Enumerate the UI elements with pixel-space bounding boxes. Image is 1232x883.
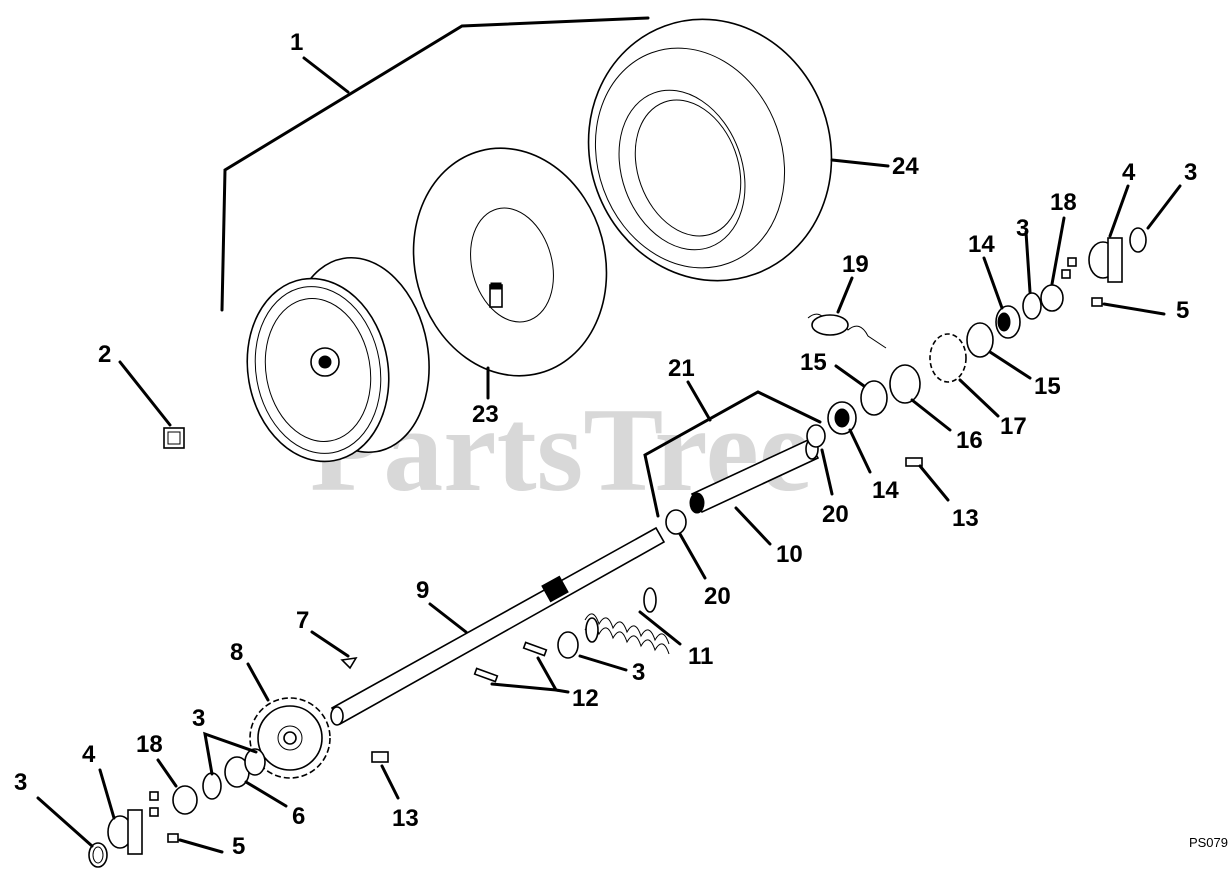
callout-13-left: 13 [392, 805, 419, 832]
callout-3-right-a: 3 [1016, 215, 1029, 242]
leader-lines [36, 16, 1182, 854]
axle-part [330, 526, 666, 726]
callout-21: 21 [668, 355, 695, 382]
callout-18-right: 18 [1050, 189, 1077, 216]
callout-18-left: 18 [136, 731, 163, 758]
callout-20-right: 20 [822, 501, 849, 528]
callout-17: 17 [1000, 413, 1027, 440]
callout-16: 16 [956, 427, 983, 454]
callout-13-right: 13 [952, 505, 979, 532]
callout-6: 6 [292, 803, 305, 830]
callout-3-left-pair: 3 [192, 705, 205, 732]
callout-5-right: 5 [1176, 297, 1189, 324]
callout-19: 19 [842, 251, 869, 278]
clip-part-2 [163, 427, 185, 449]
callout-14-center: 14 [872, 477, 899, 504]
callout-10: 10 [776, 541, 803, 568]
callout-11: 11 [688, 643, 713, 670]
callout-12: 12 [572, 685, 599, 712]
gear-part [249, 697, 331, 779]
callout-8: 8 [230, 639, 243, 666]
callout-9: 9 [416, 577, 429, 604]
callout-14-right: 14 [968, 231, 995, 258]
callout-3-far-left: 3 [14, 769, 27, 796]
callout-20-left: 20 [704, 583, 731, 610]
callout-5-left: 5 [232, 833, 245, 860]
callout-23: 23 [472, 401, 499, 428]
callout-15-right: 15 [1034, 373, 1061, 400]
diagram-code: PS079 [1188, 835, 1228, 850]
right-small-parts [665, 227, 1147, 535]
callout-4-right: 4 [1122, 159, 1136, 186]
tire-part [587, 18, 833, 282]
callout-15-left: 15 [800, 349, 827, 376]
callout-labels: 1 2 3 3 3 3 3 4 4 5 5 6 7 8 9 10 11 12 1… [14, 29, 1197, 860]
spring-part [584, 587, 670, 655]
callout-3-spring: 3 [632, 659, 645, 686]
inner-tube-part [412, 147, 608, 377]
callout-2: 2 [98, 341, 111, 368]
callout-4-left: 4 [82, 741, 96, 768]
callout-24: 24 [892, 153, 919, 180]
callout-7: 7 [296, 607, 309, 634]
callout-1: 1 [290, 29, 303, 56]
callout-3-right-b: 3 [1184, 159, 1197, 186]
left-small-parts [88, 631, 579, 868]
wheel-rim-part [246, 256, 430, 463]
